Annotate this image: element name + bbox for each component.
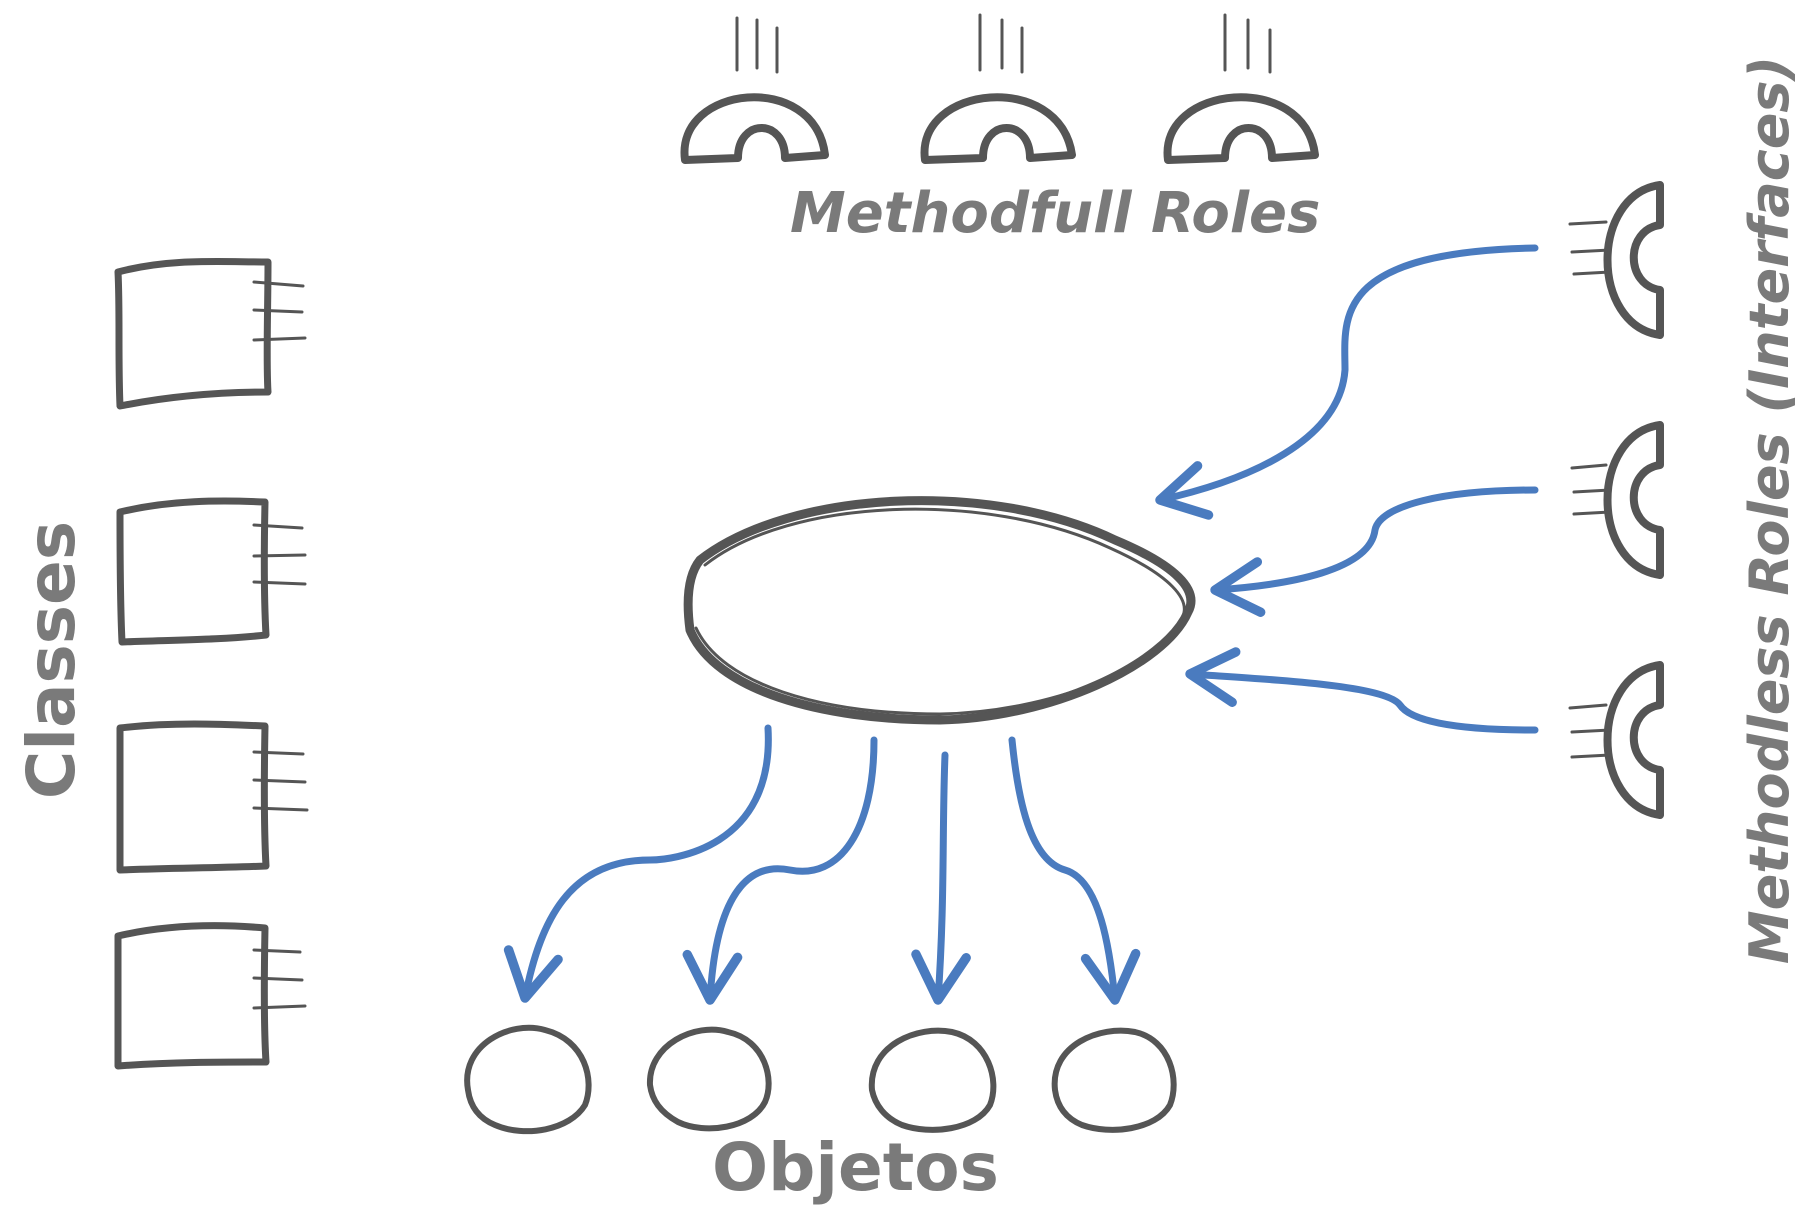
class-box xyxy=(114,257,307,410)
arrow-role-to-object xyxy=(1155,244,1539,520)
arrow-object-to-objetos xyxy=(682,736,878,1005)
methodfull-role-vertical-stripes xyxy=(920,13,1076,164)
classes-label: Classes xyxy=(13,520,90,800)
methodfull-roles-label: Methodfull Roles xyxy=(790,181,1321,246)
methodless-role-horizontal-stripes xyxy=(1570,421,1664,579)
arrow-role-to-object xyxy=(1210,486,1539,617)
methodfull-role-plain xyxy=(680,16,829,164)
methodless-role-plain xyxy=(1568,661,1664,819)
methodless-roles-label: Methodless Roles (Interfaces) xyxy=(1738,55,1801,965)
class-box xyxy=(114,922,307,1070)
arrow-object-to-objetos xyxy=(503,724,772,1003)
arrow-role-to-object xyxy=(1185,647,1539,734)
objetos-label: Objetos xyxy=(712,1129,999,1206)
object-circle xyxy=(464,1024,592,1135)
class-box xyxy=(116,720,309,874)
object-circle xyxy=(1051,1027,1177,1133)
arrow-object-to-objetos xyxy=(911,751,971,1005)
object-circle xyxy=(646,1026,772,1132)
class-box xyxy=(116,497,307,646)
arrow-object-to-objetos xyxy=(1008,736,1141,1005)
object-circle xyxy=(868,1027,997,1133)
methodfull-role-diagonal-stripes xyxy=(1163,13,1319,164)
methodless-role-diagonal-stripes xyxy=(1568,181,1664,339)
